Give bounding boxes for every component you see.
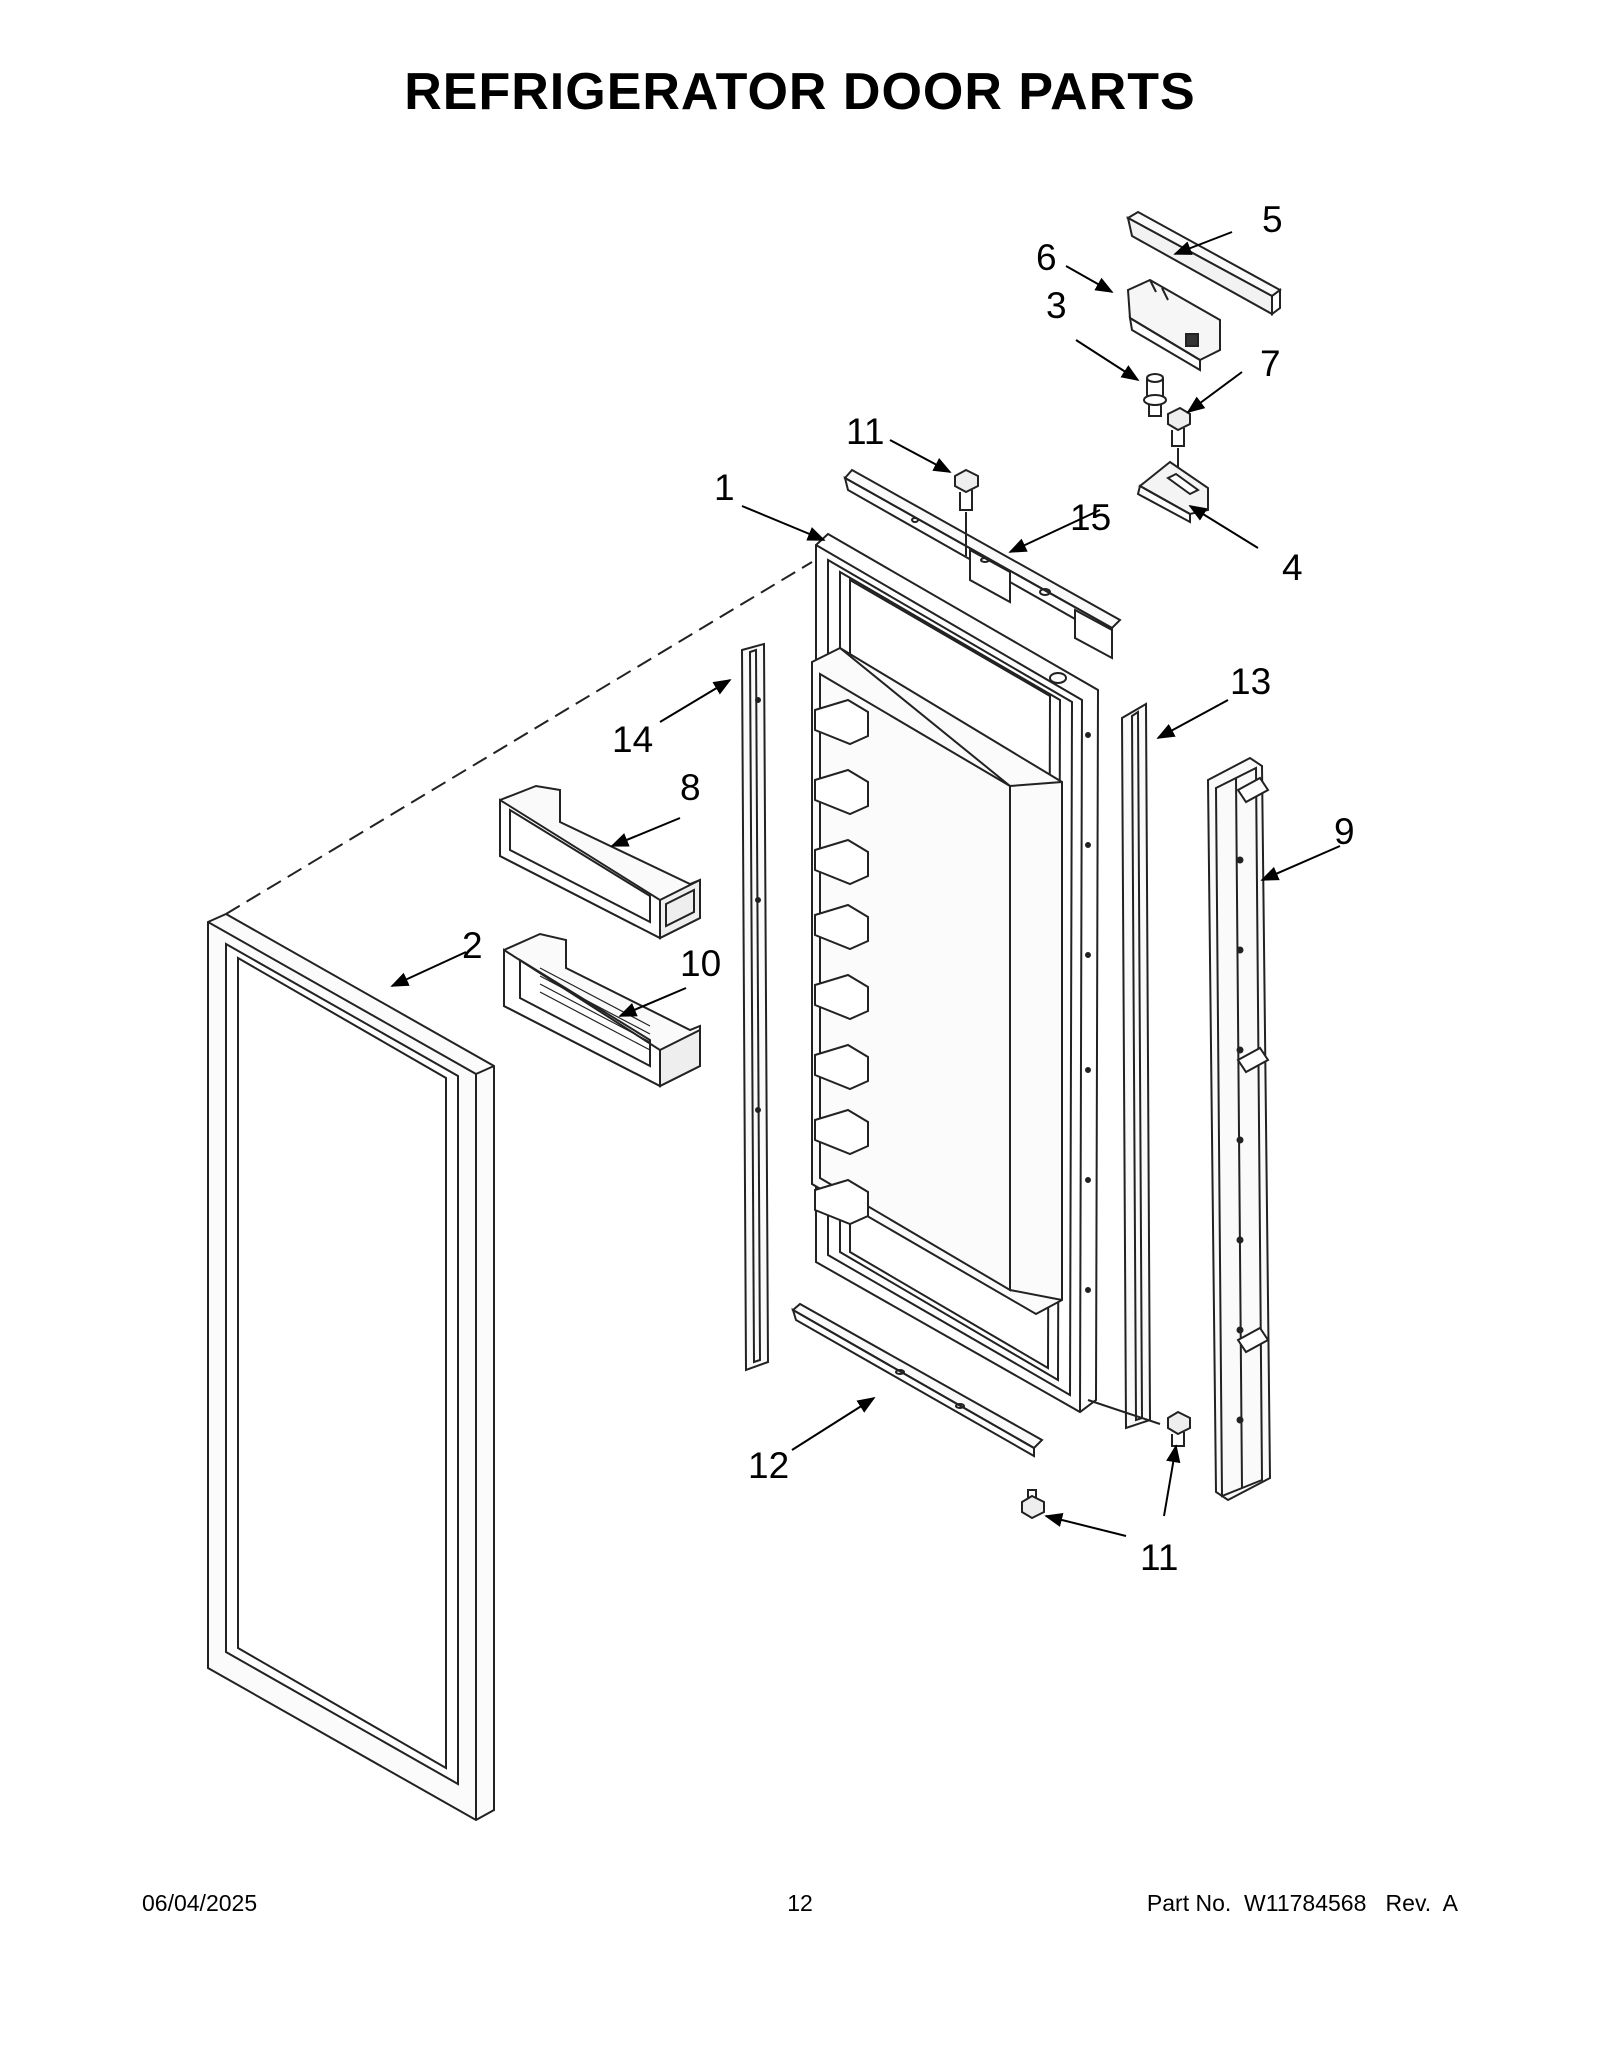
callout-14: 14 — [612, 719, 653, 760]
part-10-door-bin — [503, 932, 701, 1088]
part-4-hinge-bracket — [1136, 460, 1209, 524]
callout-10: 10 — [680, 943, 721, 984]
part-2-door-gasket — [207, 912, 495, 1822]
callout-4: 4 — [1282, 547, 1303, 588]
callout-13: 13 — [1230, 661, 1271, 702]
part-11-screw-top — [954, 468, 979, 556]
part-11-screw-bottom-a — [1021, 1489, 1045, 1520]
footer-part-number: Part No. W11784568 Rev. A — [1146, 1890, 1458, 1916]
part-9-side-trim — [1206, 756, 1272, 1502]
part-1-door-liner — [811, 532, 1100, 1414]
callout-leaders — [390, 231, 1341, 1537]
callout-11-bottom: 11 — [1140, 1537, 1178, 1578]
callout-1: 1 — [714, 467, 735, 508]
part-11-screw-bottom-b — [1087, 1399, 1191, 1447]
callout-8: 8 — [680, 767, 701, 808]
assembly-guide-line — [225, 561, 813, 915]
part-15-top-bracket — [843, 468, 1122, 660]
part-13-right-rail — [1120, 702, 1152, 1430]
callout-6: 6 — [1036, 237, 1057, 278]
callout-7: 7 — [1260, 343, 1281, 384]
callout-15: 15 — [1070, 497, 1111, 538]
footer-date: 06/04/2025 — [142, 1890, 258, 1916]
liner-shelf-ribs — [814, 698, 869, 1226]
callout-2: 2 — [462, 925, 483, 966]
page-title: REFRIGERATOR DOOR PARTS — [404, 63, 1196, 121]
callout-12: 12 — [748, 1445, 789, 1486]
callout-3: 3 — [1046, 285, 1067, 326]
part-3-hinge-pin — [1143, 373, 1167, 417]
callout-11-top: 11 — [846, 411, 884, 452]
part-14-left-rail — [740, 642, 770, 1372]
part-12-bottom-bracket — [791, 1302, 1044, 1458]
callout-9: 9 — [1334, 811, 1355, 852]
part-8-door-bin — [499, 784, 701, 940]
part-5-top-cap — [1125, 210, 1282, 316]
part-6-hinge-cover — [1126, 278, 1221, 372]
footer-page-number: 12 — [787, 1890, 813, 1916]
callout-5: 5 — [1262, 199, 1283, 240]
